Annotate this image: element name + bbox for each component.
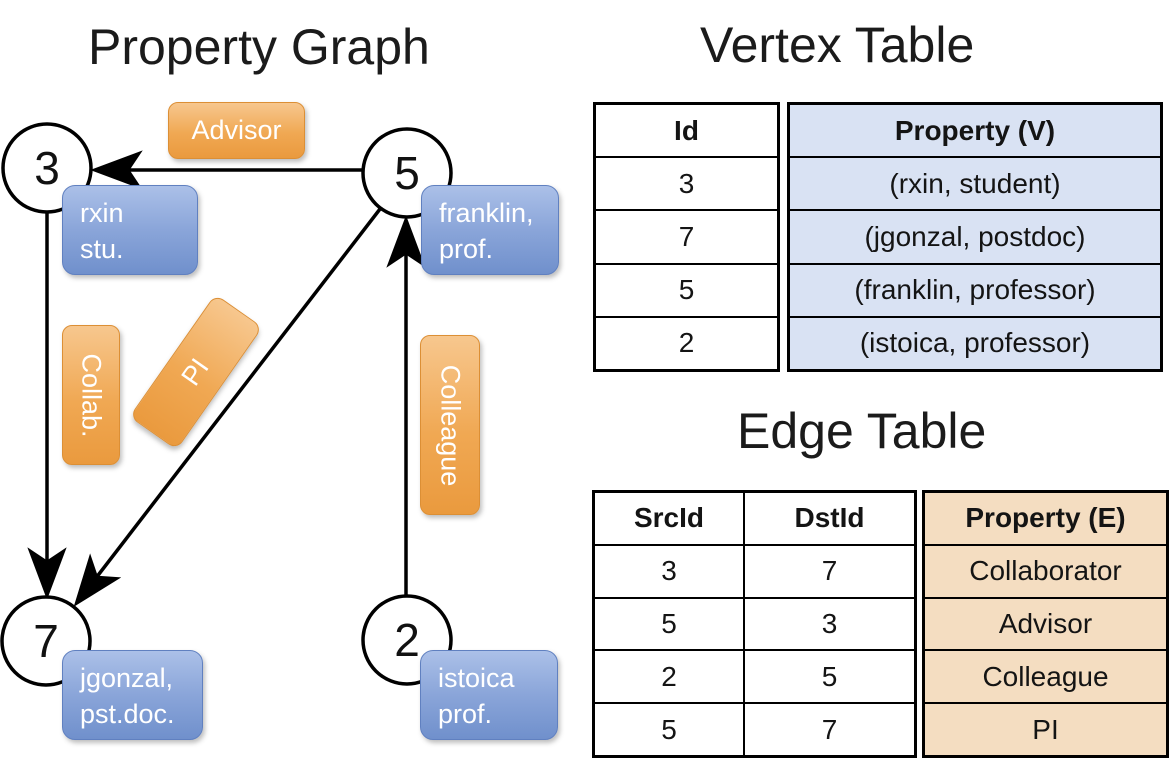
edge-label-collab: Collab. [62,325,120,465]
table-row: PI [925,702,1166,755]
edge-src-cell: 2 [661,660,677,692]
table-row: (jgonzal, postdoc) [790,209,1160,263]
node-id-7: 7 [33,615,59,667]
table-row: Colleague [925,649,1166,703]
table-row: 2 5 [595,649,914,703]
edge-property-cell: PI [925,704,1166,755]
vertex-property-cell: (jgonzal, postdoc) [790,211,1160,263]
table-row: 5 7 [595,702,914,755]
vertex-label-franklin-line2: prof. [439,234,494,264]
table-row: 5 3 [595,596,914,650]
vertex-property-cell: (rxin, student) [790,158,1160,210]
vertex-label-jgonzal-line1: jgonzal, [80,663,174,693]
vertex-table-id-column: Id 3 7 5 2 [593,102,780,372]
vertex-property-cell: (istoica, professor) [790,317,1160,370]
edge-label-colleague-text: Colleague [435,364,466,486]
edge-label-advisor-text: Advisor [191,115,282,145]
edge-table-id-columns: SrcId DstId 3 7 5 3 2 5 5 7 [592,490,917,758]
table-row: Advisor [925,596,1166,650]
edge-property-cell: Colleague [925,651,1166,703]
edge-dst-cell: 3 [743,598,914,650]
vertex-col-property-header: Property (V) [790,105,1160,157]
vertex-table-property-column: Property (V) (rxin, student) (jgonzal, p… [787,102,1163,372]
vertex-label-rxin-line1: rxin [80,198,124,228]
edge-col-srcid-header: SrcId [633,502,705,534]
edge-dst-cell: 7 [743,545,914,597]
vertex-label-franklin-line1: franklin, [439,198,534,228]
table-row: (rxin, student) [790,156,1160,210]
edge-table: SrcId DstId 3 7 5 3 2 5 5 7 Property (E)… [592,490,1169,758]
vertex-label-franklin: franklin, prof. [421,185,559,275]
edge-pi-arrow [73,207,382,607]
vertex-label-istoica-line2: prof. [438,699,493,729]
edge-src-cell: 3 [661,555,677,587]
vertex-id-cell: 3 [678,167,695,199]
vertex-id-cell: 2 [678,327,695,359]
table-row: 7 [596,209,777,262]
edge-src-cell: 5 [661,713,677,745]
edge-property-cell: Advisor [925,598,1166,650]
table-row: (franklin, professor) [790,262,1160,316]
edge-property-cell: Collaborator [925,545,1166,597]
edge-table-property-column: Property (E) Collaborator Advisor Collea… [922,490,1169,758]
edge-table-title: Edge Table [737,403,987,459]
vertex-table-title: Vertex Table [700,17,975,73]
table-row: (istoica, professor) [790,315,1160,370]
node-id-3: 3 [34,142,60,194]
edge-src-cell: 5 [661,607,677,639]
edge-label-advisor: Advisor [168,102,305,159]
edge-label-collab-text: Collab. [76,352,107,438]
vertex-label-jgonzal: jgonzal, pst.doc. [62,650,203,740]
vertex-id-cell: 5 [678,274,695,306]
table-row: 2 [596,315,777,369]
vertex-id-cell: 7 [678,221,695,252]
vertex-label-istoica-line1: istoica [438,663,515,693]
edge-label-pi-text: PI [175,352,216,391]
edge-col-dstid-header: DstId [743,493,914,544]
vertex-label-istoica: istoica prof. [420,650,558,740]
table-row: 5 [596,262,777,316]
vertex-property-cell: (franklin, professor) [790,264,1160,316]
table-row: 3 [596,156,777,209]
property-graph-title: Property Graph [88,19,430,75]
edge-label-colleague: Colleague [420,335,480,515]
vertex-col-id-header: Id [674,114,699,146]
edge-col-property-header: Property (E) [925,493,1166,544]
vertex-label-jgonzal-line2: pst.doc. [80,699,175,729]
vertex-label-rxin: rxin stu. [62,185,198,275]
node-id-2: 2 [394,614,420,666]
vertex-label-rxin-line2: stu. [80,234,124,264]
node-id-5: 5 [394,147,420,199]
edge-dst-cell: 7 [743,704,914,755]
table-row: Collaborator [925,543,1166,597]
edge-dst-cell: 5 [743,651,914,703]
vertex-table: Id 3 7 5 2 Property (V) (rxin, student) … [593,102,1163,372]
table-row: 3 7 [595,543,914,597]
